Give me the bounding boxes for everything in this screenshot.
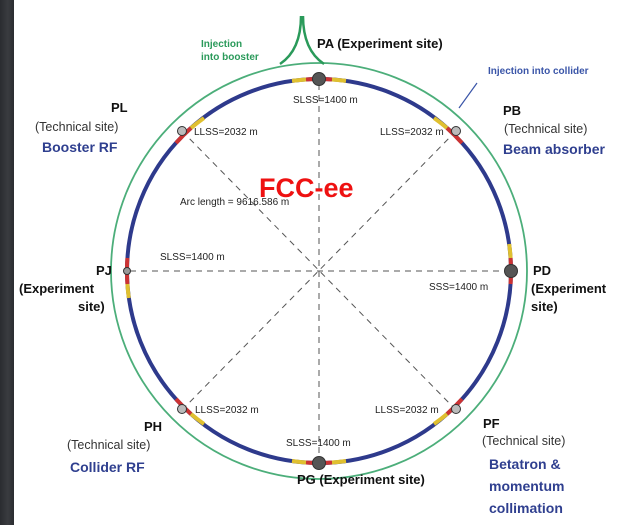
diagram-title: FCC-ee (259, 173, 354, 203)
injection-collider-note: Injection into collider (488, 66, 589, 77)
injection-booster-note-1: Injection (201, 39, 242, 50)
injection-booster-line-2 (301, 15, 325, 66)
straight-label-lower-right: LLSS=2032 m (375, 405, 439, 416)
site-code-ph: PH (144, 419, 162, 434)
site-marker-ph (177, 404, 187, 414)
site-function-pb: Beam absorber (503, 141, 605, 157)
straight-label-top: SLSS=1400 m (293, 95, 358, 106)
segment-ul-yellow (189, 116, 206, 130)
straight-label-upper-right: LLSS=2032 m (380, 127, 444, 138)
site-pj-line3: site) (78, 299, 105, 314)
site-marker-pj (123, 267, 131, 275)
site-code-pf: PF (483, 416, 500, 431)
segment-right-yellow (507, 243, 513, 259)
site-marker-pa (312, 72, 326, 86)
site-function-ph: Collider RF (70, 459, 145, 475)
site-function-pf-2: momentum (489, 478, 564, 494)
site-pj-line2: (Experiment (19, 281, 95, 296)
straight-label-left: SLSS=1400 m (160, 252, 225, 263)
site-pd-line2: (Experiment (531, 281, 607, 296)
segment-left-yellow (125, 283, 131, 299)
straight-label-upper-left: LLSS=2032 m (194, 127, 258, 138)
site-marker-pl (177, 126, 187, 136)
site-marker-pd (504, 264, 518, 278)
site-label-pg: PG (Experiment site) (297, 472, 425, 487)
site-marker-pg (312, 456, 326, 470)
site-type-pb: (Technical site) (504, 122, 587, 136)
fcc-ee-diagram: Injection into booster Injection into co… (19, 15, 607, 516)
segment-ur-yellow (432, 116, 449, 130)
site-function-pf-3: collimation (489, 500, 563, 516)
diagram-panel: Injection into booster Injection into co… (14, 0, 630, 525)
site-type-pf: (Technical site) (482, 434, 565, 448)
site-code-pj: PJ (96, 263, 112, 278)
injection-booster-note-2: into booster (201, 52, 259, 63)
site-type-pl: (Technical site) (35, 120, 118, 134)
arc-length-label: Arc length = 9616.586 m (180, 197, 289, 208)
segment-lr-yellow (432, 412, 449, 426)
site-marker-pf (451, 404, 461, 414)
site-function-pl: Booster RF (42, 139, 118, 155)
segment-top-yellow-r (331, 77, 347, 83)
site-code-pl: PL (111, 100, 128, 115)
segment-top-yellow-l (291, 77, 307, 83)
segment-bottom-yellow-l (331, 459, 347, 465)
straight-label-right: SSS=1400 m (429, 282, 488, 293)
site-function-pf-1: Betatron & (489, 456, 561, 472)
straight-label-lower-left: LLSS=2032 m (195, 405, 259, 416)
site-marker-pb (451, 126, 461, 136)
booster-ring (110, 62, 528, 480)
site-code-pb: PB (503, 103, 521, 118)
site-label-pa: PA (Experiment site) (317, 36, 443, 51)
injection-booster-line (279, 15, 303, 66)
straight-label-bottom: SLSS=1400 m (286, 438, 351, 449)
site-pd-line3: site) (531, 299, 558, 314)
site-code-pd: PD (533, 263, 551, 278)
site-type-ph: (Technical site) (67, 438, 150, 452)
injection-collider-arrow (458, 82, 478, 109)
segment-ll-yellow (189, 412, 206, 426)
segment-bottom-yellow-r (291, 459, 307, 465)
